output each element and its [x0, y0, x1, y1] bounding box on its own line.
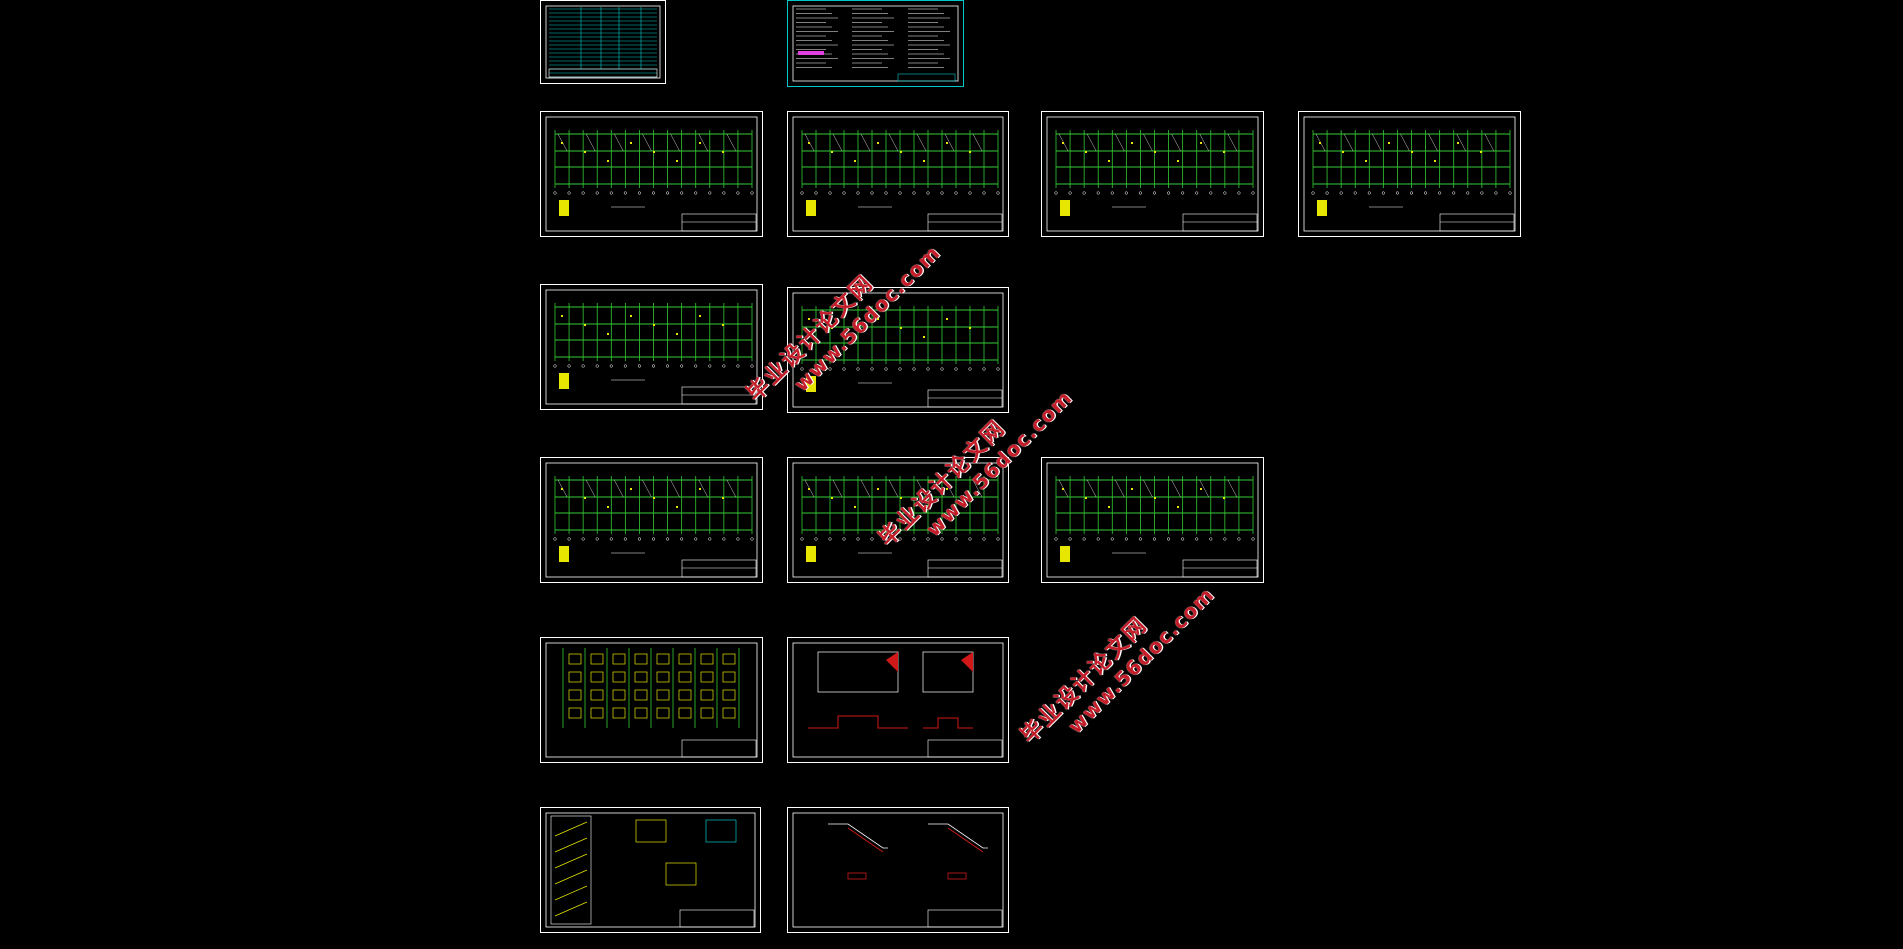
drawing-sheet-plan-9[interactable] [1041, 457, 1264, 583]
watermark: 毕业设计论文网 www.56doc.com [1016, 582, 1219, 749]
sheet-linework [545, 462, 758, 578]
drawing-sheet-plan-2[interactable] [787, 111, 1009, 237]
sheet-linework [1046, 462, 1259, 578]
drawing-sheet-plan-5[interactable] [540, 284, 763, 410]
sheet-linework [792, 642, 1004, 758]
drawing-sheet-foundation-detail[interactable] [787, 637, 1009, 763]
drawing-sheet-plan-8[interactable] [787, 457, 1009, 583]
drawing-sheet-stair-section[interactable] [540, 807, 761, 933]
drawing-sheet-stair-detail[interactable] [787, 807, 1009, 933]
drawing-sheet-index-table[interactable] [540, 0, 666, 84]
drawing-sheet-foundation-plan[interactable] [540, 637, 763, 763]
drawing-sheet-plan-4[interactable] [1298, 111, 1521, 237]
sheet-linework [792, 812, 1004, 928]
sheet-linework [792, 292, 1004, 408]
sheet-linework [545, 642, 758, 758]
drawing-sheet-general-notes[interactable] [787, 0, 964, 87]
sheet-linework [1303, 116, 1516, 232]
drawing-sheet-plan-3[interactable] [1041, 111, 1264, 237]
drawing-sheet-plan-1[interactable] [540, 111, 763, 237]
sheet-linework [792, 5, 959, 82]
sheet-linework [1046, 116, 1259, 232]
sheet-linework [792, 116, 1004, 232]
drawing-sheet-plan-7[interactable] [540, 457, 763, 583]
sheet-linework [545, 289, 758, 405]
sheet-linework [545, 5, 661, 79]
sheet-linework [545, 812, 756, 928]
drawing-sheet-plan-6[interactable] [787, 287, 1009, 413]
sheet-linework [545, 116, 758, 232]
sheet-linework [792, 462, 1004, 578]
